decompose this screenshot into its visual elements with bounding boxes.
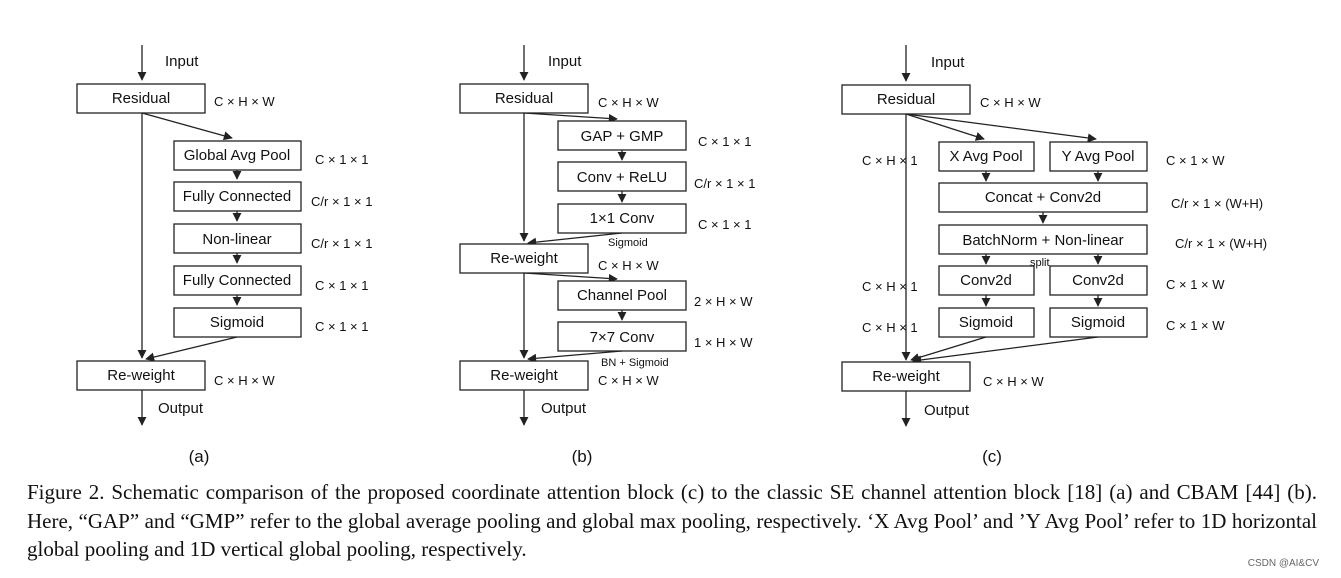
dim-label: C × 1 × 1 (315, 152, 368, 167)
concat-conv2d-label: Concat + Conv2d (985, 189, 1101, 206)
dim-label: C × 1 × 1 (315, 319, 368, 334)
dim-label: C/r × 1 × 1 (311, 236, 372, 251)
dim-label: 2 × H × W (694, 294, 753, 309)
reweight-dim: C × H × W (983, 374, 1044, 389)
panel-a-caption-label: (a) (189, 447, 210, 466)
residual-box (76, 83, 206, 114)
fully-connected-box (173, 265, 302, 296)
residual-dim: C × H × W (980, 95, 1041, 110)
reweight-dim: C × H × W (598, 373, 659, 388)
input-label: Input (931, 54, 965, 71)
residual-label: Residual (495, 90, 553, 107)
input-label: Input (165, 53, 199, 70)
reweight-label: Re-weight (490, 250, 558, 267)
conv2d-right-label: Conv2d (1072, 272, 1124, 289)
batchnorm-nonlinear-label: BatchNorm + Non-linear (962, 232, 1123, 249)
reweight-box (459, 243, 589, 274)
dim-label: C × 1 × 1 (698, 134, 751, 149)
conv1x1-box (557, 203, 687, 234)
fully-connected-label: Fully Connected (183, 188, 291, 205)
fully-connected-label: Fully Connected (183, 272, 291, 289)
panel-b-caption-label: (b) (572, 447, 593, 466)
bn-sigmoid-note: BN + Sigmoid (601, 357, 669, 369)
y-avg-pool-label: Y Avg Pool (1062, 148, 1135, 165)
conv7x7-label: 7×7 Conv (590, 329, 655, 346)
reweight-box (841, 361, 971, 392)
reweight-box (76, 360, 206, 391)
gap-gmp-label: GAP + GMP (581, 128, 664, 145)
sigmoid-label: Sigmoid (210, 314, 264, 331)
mid-dim: C/r × 1 × (W+H) (1171, 196, 1263, 211)
sigmoid-left-label: Sigmoid (959, 314, 1013, 331)
reweight-box (459, 360, 589, 391)
right-dim: C × 1 × W (1166, 318, 1225, 333)
watermark: CSDN @AI&CV (1247, 558, 1319, 569)
conv2d-left-box (938, 265, 1035, 296)
right-dim: C × 1 × W (1166, 153, 1225, 168)
figure-caption: Figure 2. Schematic comparison of the pr… (27, 480, 1317, 561)
output-label: Output (541, 400, 587, 417)
residual-label: Residual (112, 90, 170, 107)
input-label: Input (548, 53, 582, 70)
residual-dim: C × H × W (598, 95, 659, 110)
sigmoid-right-box (1049, 307, 1148, 338)
reweight-dim: C × H × W (598, 258, 659, 273)
residual-label: Residual (877, 91, 935, 108)
channel-pool-label: Channel Pool (577, 287, 667, 304)
dim-label: C/r × 1 × 1 (694, 176, 755, 191)
non-linear-label: Non-linear (202, 231, 271, 248)
panel-a-se-block: Input Residual C × H × W Global Avg Pool… (76, 45, 372, 466)
dim-label: C × 1 × 1 (315, 278, 368, 293)
reweight-label: Re-weight (490, 367, 558, 384)
x-avg-pool-label: X Avg Pool (949, 148, 1022, 165)
conv-relu-label: Conv + ReLU (577, 169, 667, 186)
batchnorm-nonlinear-box (938, 224, 1148, 255)
split-note: split (1030, 257, 1050, 269)
output-label: Output (158, 400, 204, 417)
right-dim: C × 1 × W (1166, 277, 1225, 292)
dim-label: C × 1 × 1 (698, 217, 751, 232)
sigmoid-box (173, 307, 302, 338)
global-avg-pool-box (173, 140, 302, 171)
gap-gmp-box (557, 120, 687, 151)
sigmoid-note: Sigmoid (608, 237, 648, 249)
residual-box (459, 83, 589, 114)
conv1x1-label: 1×1 Conv (590, 210, 655, 227)
conv2d-left-label: Conv2d (960, 272, 1012, 289)
conv-relu-box (557, 161, 687, 192)
channel-pool-box (557, 280, 687, 311)
reweight-dim: C × H × W (214, 373, 275, 388)
reweight-label: Re-weight (872, 368, 940, 385)
sigmoid-left-box (938, 307, 1035, 338)
mid-dim: C/r × 1 × (W+H) (1175, 236, 1267, 251)
reweight-label: Re-weight (107, 367, 175, 384)
left-dim: C × H × 1 (862, 153, 918, 168)
left-dim: C × H × 1 (862, 279, 918, 294)
panel-c-coordinate-attention: Input Residual C × H × W X Avg Pool Y Av… (841, 45, 1267, 466)
fully-connected-box (173, 181, 302, 212)
x-avg-pool-box (938, 141, 1035, 172)
panel-c-caption-label: (c) (982, 447, 1002, 466)
left-dim: C × H × 1 (862, 320, 918, 335)
architecture-diagram: Input Residual C × H × W Global Avg Pool… (76, 45, 1267, 466)
sigmoid-right-label: Sigmoid (1071, 314, 1125, 331)
conv2d-right-box (1049, 265, 1148, 296)
dim-label: 1 × H × W (694, 335, 753, 350)
output-label: Output (924, 402, 970, 419)
residual-dim: C × H × W (214, 94, 275, 109)
global-avg-pool-label: Global Avg Pool (184, 147, 290, 164)
non-linear-box (173, 223, 302, 254)
panel-b-cbam-block: Input Residual C × H × W GAP + GMP C × 1… (459, 45, 755, 466)
y-avg-pool-box (1049, 141, 1148, 172)
residual-box (841, 84, 971, 115)
dim-label: C/r × 1 × 1 (311, 194, 372, 209)
